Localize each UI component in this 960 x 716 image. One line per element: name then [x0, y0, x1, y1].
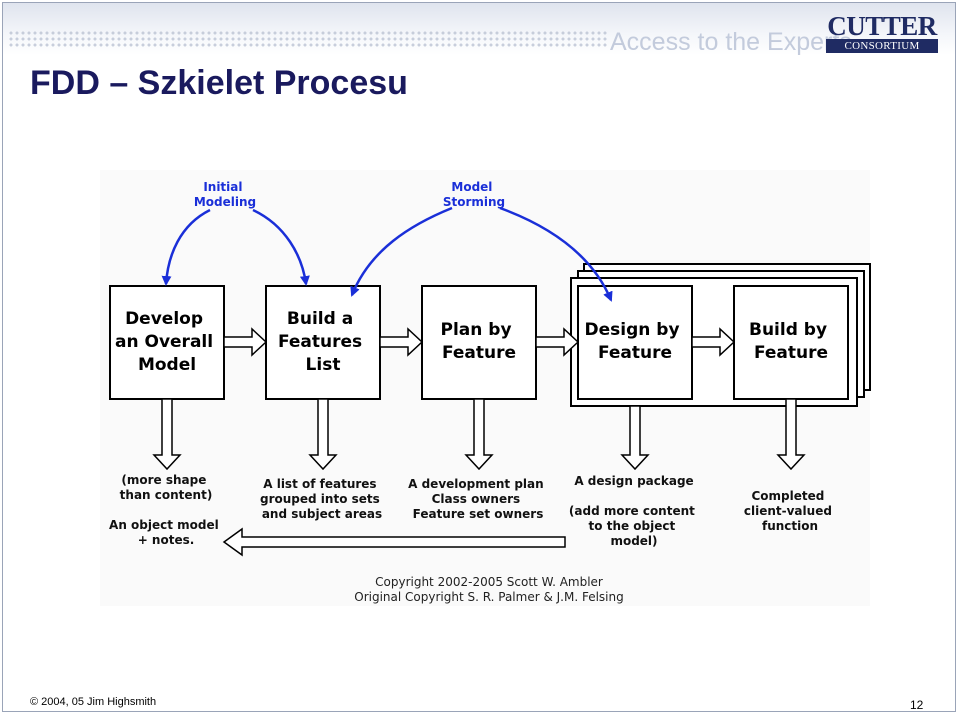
- loop-arrow-initial-right-icon: [252, 208, 310, 286]
- process-box-develop-model: Develop an Overall Model: [109, 285, 225, 400]
- box-label-line: Build a: [287, 309, 353, 329]
- cutter-consortium-logo: CUTTER CONSORTIUM: [826, 11, 938, 53]
- output-develop-model-shape: (more shape than content): [120, 473, 213, 502]
- output-line: client-valued: [744, 504, 832, 518]
- output-line: + notes.: [138, 533, 195, 547]
- output-line: Feature set owners: [413, 507, 544, 521]
- box-label-line: Feature: [754, 343, 828, 363]
- output-line: (add more content: [569, 504, 695, 518]
- process-box-design-by-feature: Design by Feature: [577, 285, 693, 400]
- diagram-copyright-line: Copyright 2002-2005 Scott W. Ambler: [375, 575, 603, 589]
- output-line: Completed: [751, 489, 824, 503]
- diagram-copyright: Copyright 2002-2005 Scott W. Ambler Orig…: [354, 575, 624, 604]
- output-plan: A development plan Class owners Feature …: [408, 477, 548, 521]
- loop-arrow-storming-left-icon: [350, 206, 453, 297]
- output-line: than content): [120, 488, 213, 502]
- logo-wordmark-bottom: CONSORTIUM: [826, 39, 938, 53]
- flow-arrow-right-icon: [535, 327, 580, 357]
- box-label-line: Design by: [585, 320, 680, 340]
- loop-arrow-storming-right-icon: [499, 206, 613, 302]
- output-arrows: [152, 398, 806, 471]
- output-line: and subject areas: [262, 507, 382, 521]
- box-label-line: Plan by: [441, 320, 512, 340]
- svg-text:Build a Features L: Build a Features List: [278, 309, 368, 375]
- output-line: An object model: [109, 518, 219, 532]
- slide-title: FDD – Szkielet Procesu: [30, 64, 408, 102]
- footer-copyright: © 2004, 05 Jim Highsmith: [30, 696, 157, 708]
- box-label-line: Feature: [442, 343, 516, 363]
- output-line: Class owners: [432, 492, 521, 506]
- output-line: A list of features: [263, 477, 376, 491]
- loop-arrow-initial-left-icon: [161, 208, 211, 286]
- box-label-line: an Overall: [115, 332, 213, 352]
- output-design-object-model: (add more content to the object model): [569, 504, 699, 548]
- output-arrow-down-icon: [308, 398, 338, 471]
- flow-arrow-right-icon: [379, 327, 424, 357]
- loop-label-model-storming: Model Storming: [443, 180, 505, 209]
- svg-text:Develop an Overall: Develop an Overall Model: [115, 309, 219, 375]
- svg-text:Design by Feature: Design by Feature: [585, 320, 686, 363]
- box-label-line: Build by: [749, 320, 827, 340]
- diagram-copyright-line: Original Copyright S. R. Palmer & J.M. F…: [354, 590, 624, 604]
- page-number: 12: [910, 698, 924, 712]
- box-label-line: Features: [278, 332, 362, 352]
- output-develop-model-object: An object model + notes.: [109, 518, 223, 547]
- svg-text:Build by Feature: Build by Feature: [749, 320, 833, 363]
- header-tagline: Access to the Experts: [610, 28, 852, 56]
- output-line: A development plan: [408, 477, 544, 491]
- svg-text:Plan by Feature: Plan by Feature: [441, 320, 518, 363]
- output-design-package: A design package: [574, 474, 693, 488]
- header-dot-pattern: [8, 30, 608, 48]
- feedback-arrow-left-icon: [222, 527, 566, 557]
- process-box-build-by-feature: Build by Feature: [733, 285, 849, 400]
- process-box-plan-by-feature: Plan by Feature: [421, 285, 537, 400]
- flow-arrow-right-icon: [223, 327, 268, 357]
- output-line: A design package: [574, 474, 693, 488]
- box-label-line: Feature: [598, 343, 672, 363]
- modeling-loops: [161, 206, 613, 302]
- box-label-line: Develop: [125, 309, 203, 329]
- output-arrow-down-icon: [152, 398, 182, 471]
- flow-arrow-right-icon: [691, 327, 736, 357]
- output-line: (more shape: [121, 473, 206, 487]
- output-arrow-down-icon: [776, 398, 806, 471]
- output-line: function: [762, 519, 818, 533]
- output-line: model): [610, 534, 657, 548]
- output-line: grouped into sets: [260, 492, 380, 506]
- logo-wordmark-top: CUTTER: [827, 11, 937, 41]
- loop-label-line: Initial: [203, 180, 242, 194]
- output-line: to the object: [589, 519, 676, 533]
- box-label-line: Model: [138, 355, 196, 375]
- loop-label-initial-modeling: Initial Modeling: [194, 180, 256, 209]
- output-features-list: A list of features grouped into sets and…: [260, 477, 384, 521]
- loop-label-line: Modeling: [194, 195, 256, 209]
- output-build: Completed client-valued function: [744, 489, 836, 533]
- loop-label-line: Model: [451, 180, 492, 194]
- output-arrow-down-icon: [620, 405, 650, 471]
- output-arrow-down-icon: [464, 398, 494, 471]
- flow-arrows: [223, 327, 736, 357]
- loop-label-line: Storming: [443, 195, 505, 209]
- process-box-features-list: Build a Features List: [265, 285, 381, 400]
- box-label-line: List: [306, 355, 341, 375]
